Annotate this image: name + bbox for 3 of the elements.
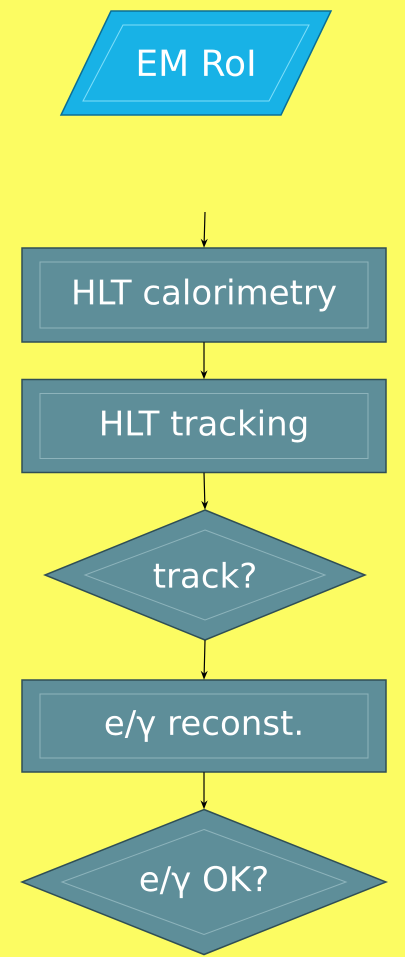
process-box: e/γ reconst. [21, 679, 387, 773]
process-box: HLT tracking [21, 378, 387, 474]
process-box: HLT calorimetry [21, 247, 387, 343]
